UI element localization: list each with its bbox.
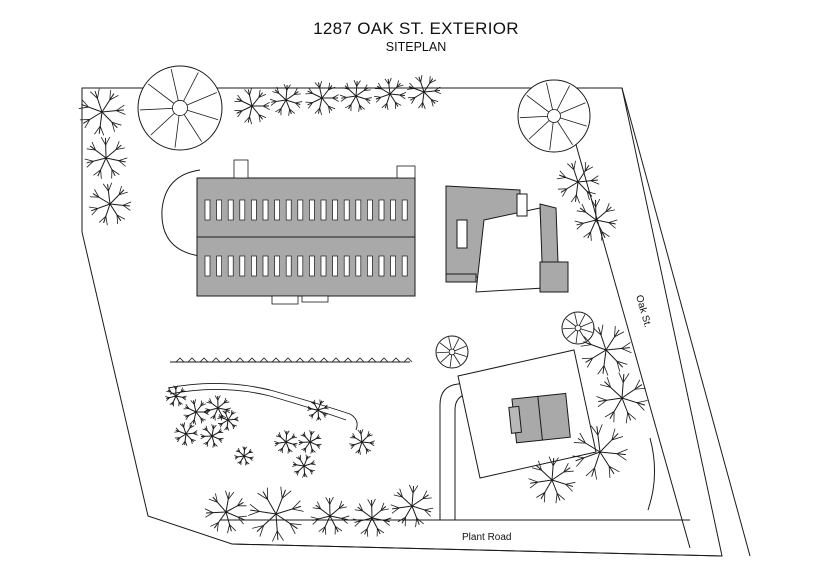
- tree-icon: [310, 496, 350, 535]
- tree-icon: [248, 486, 304, 542]
- shrub-icon: [274, 430, 298, 454]
- round-tree-icon: [561, 311, 595, 345]
- tree-icon: [84, 136, 128, 179]
- tree-icon: [556, 160, 600, 204]
- shrub-icon: [298, 430, 322, 454]
- plan-subtitle: SITEPLAN: [385, 40, 447, 54]
- oval-lawn: [161, 169, 201, 257]
- plant-road-label: Plant Road: [462, 532, 511, 543]
- round-tree-icon: [435, 335, 469, 369]
- round-tree-icon: [137, 65, 223, 151]
- shrub-icon: [165, 385, 187, 407]
- shrub-icon: [307, 399, 329, 421]
- tree-icon: [78, 88, 126, 136]
- tree-icon: [349, 429, 375, 455]
- garden-path-edge: [169, 389, 347, 421]
- oak-street: [559, 87, 751, 557]
- tree-icon: [407, 74, 442, 110]
- driveway: [439, 381, 471, 520]
- tree-icon: [204, 490, 247, 534]
- middle-building: [445, 185, 569, 293]
- tree-icon: [339, 79, 373, 112]
- shrub-icon: [174, 422, 198, 446]
- tree-icon: [234, 87, 270, 125]
- tree-icon: [390, 484, 434, 528]
- shrub-icon: [292, 454, 316, 478]
- tree-icon: [574, 198, 618, 241]
- plan-title: 1287 OAK ST. EXTERIOR: [313, 19, 519, 38]
- tree-icon: [374, 77, 407, 110]
- tree-icon: [269, 83, 303, 116]
- garden-path: [167, 383, 358, 431]
- tree-icon: [528, 456, 576, 504]
- oak-street-label: Oak St.: [633, 294, 653, 329]
- shrub-icon: [217, 409, 239, 431]
- driveway-east: [647, 437, 656, 511]
- fence-line: [170, 357, 413, 363]
- tree-icon: [305, 80, 339, 116]
- shrub-icon: [200, 424, 224, 448]
- tree-icon: [183, 399, 209, 425]
- tree-icon: [596, 372, 648, 424]
- tree-icon: [580, 324, 632, 376]
- tree-icon: [205, 395, 231, 421]
- trees-layer: [78, 65, 648, 542]
- tree-icon: [572, 424, 628, 480]
- round-tree-icon: [517, 79, 591, 153]
- lower-building: [457, 349, 597, 479]
- tree-icon: [88, 182, 132, 226]
- shrub-icon: [234, 446, 254, 466]
- main-building: [196, 159, 416, 305]
- tree-icon: [352, 498, 392, 537]
